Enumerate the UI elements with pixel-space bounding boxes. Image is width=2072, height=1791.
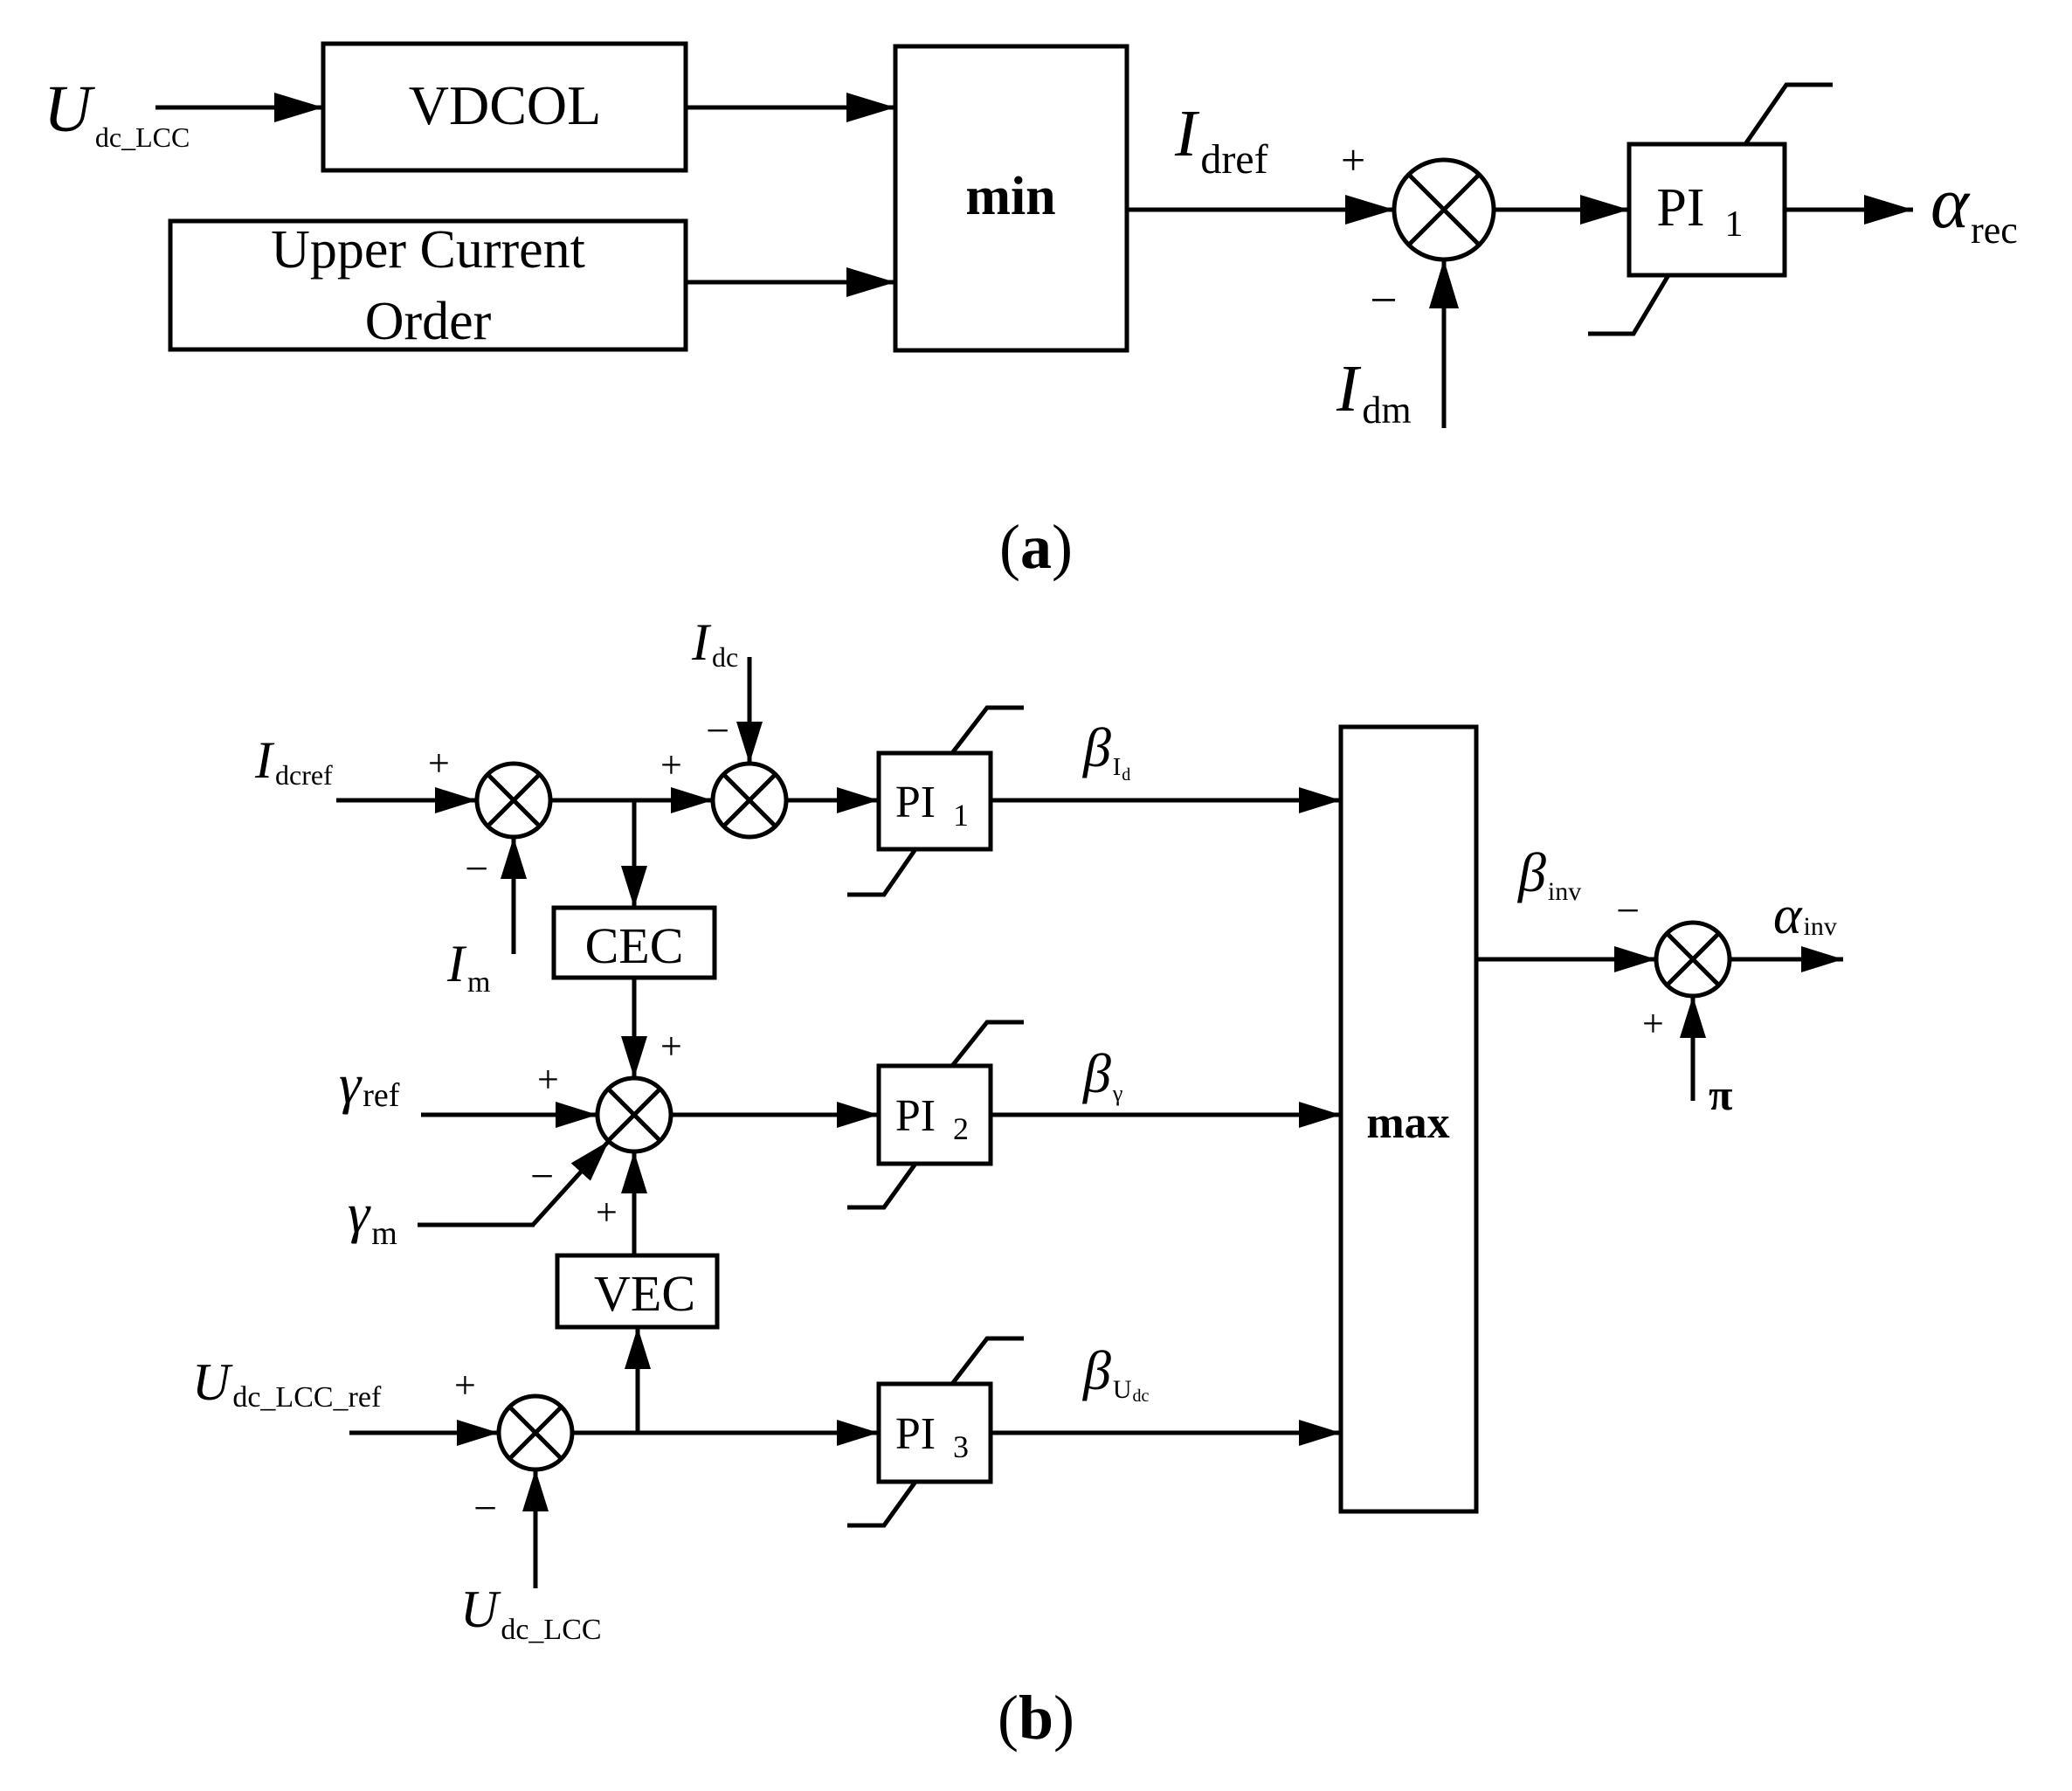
beta-gamma-label: βγ	[1081, 1042, 1122, 1106]
vdcol-block	[321, 41, 688, 173]
udc-lcc-label-b: Udc_LCC	[460, 1580, 602, 1646]
pi1-subscript-a: 1	[1725, 204, 1744, 245]
summing-junction-5	[1654, 920, 1732, 999]
pi3-subscript: 3	[953, 1429, 969, 1464]
summing-cross-2	[1407, 173, 1481, 246]
gamma-m-input-arrow	[531, 1139, 611, 1227]
cec-label: CEC	[585, 917, 684, 974]
sign-plus-sum5: +	[1642, 1002, 1664, 1045]
sign-minus-sum2: −	[706, 708, 729, 754]
vec-label: VEC	[594, 1265, 695, 1322]
gamma-ref-label: γref	[339, 1053, 400, 1115]
udc-ref-label: Udc_LCC_ref	[192, 1353, 382, 1414]
beta-udc-label: βUdc	[1081, 1339, 1150, 1406]
summing-junction-3	[595, 1075, 673, 1154]
summing-junction-1	[474, 761, 553, 840]
sign-plus-sum4: +	[454, 1364, 476, 1407]
pi1-lower-limit-a	[1588, 273, 1671, 336]
sign-minus-sum1: −	[465, 846, 488, 892]
caption-b: (b)	[998, 1683, 1074, 1753]
caption-a: (a)	[999, 512, 1073, 582]
sign-plus-sum1: +	[428, 742, 450, 785]
sum-minus-sign-a: −	[1370, 273, 1398, 328]
pi2-lower-limit	[847, 1162, 918, 1210]
pi1-label-a: PI	[1656, 178, 1704, 238]
sign-plus-sum3-left: +	[537, 1058, 559, 1101]
pi1-label-b: PI	[895, 778, 936, 827]
max-block	[1338, 724, 1479, 1514]
pi1-block-a	[1627, 142, 1787, 278]
pi-constant-label: π	[1709, 1070, 1732, 1119]
sign-plus-sum3-top: +	[660, 1025, 682, 1068]
beta-inv-label: βinv	[1516, 841, 1581, 906]
min-block	[893, 44, 1129, 353]
vdcol-label: VDCOL	[409, 74, 601, 136]
gamma-m-label: γm	[348, 1182, 397, 1252]
pi3-lower-limit	[847, 1480, 918, 1528]
pi2-label: PI	[895, 1091, 936, 1141]
alpha-rec-label: αrec	[1930, 163, 2018, 252]
sign-plus-sum3-bottom: +	[596, 1191, 618, 1234]
diagram-b: CEC VEC max PI 1 PI 2 PI 3	[192, 613, 1843, 1753]
upper-current-order-label-line1: Upper Current	[271, 220, 585, 280]
pi1-subscript-b: 1	[953, 798, 969, 833]
beta-id-label: βId	[1081, 716, 1130, 785]
summing-junction-2	[710, 761, 789, 840]
min-label: min	[965, 167, 1055, 226]
pi2-block	[876, 1063, 993, 1166]
sign-minus-sum4: −	[473, 1485, 497, 1532]
cec-block	[551, 905, 717, 980]
upper-current-order-block	[168, 218, 688, 352]
sign-minus-sum3: −	[530, 1153, 554, 1200]
pi3-label: PI	[895, 1409, 936, 1459]
vec-block	[555, 1253, 720, 1330]
pi2-subscript: 2	[953, 1111, 969, 1146]
pi3-block	[876, 1381, 993, 1484]
pi1-upper-limit-b	[950, 705, 1024, 755]
sign-plus-sum2: +	[660, 743, 682, 786]
summing-junction-4	[496, 1393, 575, 1472]
pi1-upper-limit-a	[1743, 82, 1833, 146]
idc-label: Idc	[691, 613, 738, 673]
pi2-upper-limit	[950, 1020, 1024, 1068]
idref-label: Idref	[1174, 97, 1268, 183]
idcref-label: Idcref	[254, 731, 333, 791]
upper-current-order-label-line2: Order	[365, 292, 492, 351]
sign-minus-sum5: −	[1616, 888, 1640, 934]
pi3-upper-limit	[950, 1336, 1024, 1386]
sum-plus-sign-a: +	[1341, 135, 1365, 184]
pi1-lower-limit-b	[847, 847, 918, 897]
alpha-inv-label: αinv	[1773, 886, 1837, 945]
im-label: Im	[446, 935, 490, 999]
max-label: max	[1366, 1098, 1449, 1148]
idm-label: Idm	[1336, 352, 1412, 432]
